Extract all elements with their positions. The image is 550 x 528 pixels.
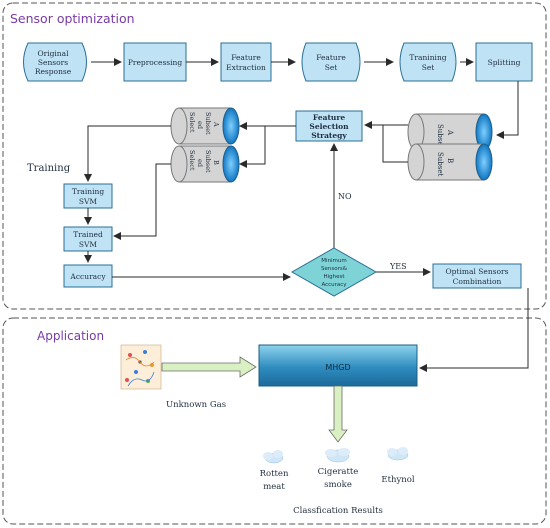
original-response-line3: Response <box>35 67 72 76</box>
optimization-frame <box>2 2 547 310</box>
original-response-line1: Original <box>37 49 69 58</box>
selected-a-line1: Select <box>188 112 196 133</box>
training-set-node: Tranining Set <box>399 42 457 82</box>
no-label: NO <box>338 192 352 201</box>
subset-b-line1: Subset <box>436 152 444 177</box>
strategy-line1: Feature <box>313 113 345 122</box>
result-rotten-line1: Rotten <box>260 469 289 479</box>
training-set-line1: Tranining <box>409 53 446 62</box>
section-title-application: Application <box>37 329 104 343</box>
cloud-icon-rotten-meat <box>263 450 284 464</box>
selected-b-line4: B <box>212 160 220 165</box>
yes-label: YES <box>389 262 407 271</box>
original-response-node: Original Sensors Response <box>23 42 87 82</box>
selected-a-line2: ed <box>196 121 204 129</box>
subset-b-cylinder: Subset B <box>407 143 493 181</box>
feature-set-node: Feature Set <box>301 42 361 82</box>
selected-b-line1: Select <box>188 150 196 171</box>
strategy-line2: Selection <box>309 122 349 131</box>
gas-to-mhgd-arrow <box>161 356 257 378</box>
preprocessing-label: Preprocessing <box>128 58 183 67</box>
gas-molecule-image <box>120 344 162 390</box>
accuracy-label: Accuracy <box>69 272 106 281</box>
result-rotten-line2: meat <box>263 482 285 492</box>
training-svm-line2: SVM <box>79 197 98 206</box>
subset-a-line2: A <box>446 129 454 136</box>
optimal-line2: Combination <box>453 277 502 286</box>
preprocessing-box <box>123 42 187 82</box>
accuracy-box <box>63 264 113 288</box>
optimal-combination-box <box>432 263 522 289</box>
training-set-line2: Set <box>422 63 435 72</box>
feature-extraction-line2: Extraction <box>226 63 266 72</box>
subset-a-line1: Subset <box>436 124 444 149</box>
training-label: Training <box>27 163 71 174</box>
original-response-line2: Sensors <box>38 58 68 67</box>
mhgd-to-results-arrow <box>328 385 348 443</box>
selected-b-line3: Subset <box>204 150 212 173</box>
decision-line4: Accuracy <box>321 282 347 288</box>
mhgd-label: MHGD <box>325 363 350 372</box>
optimal-line1: Optimal Sensors <box>446 267 509 276</box>
result-ethanol: Ethynol <box>381 475 414 485</box>
mhgd-box <box>258 344 418 387</box>
application-frame <box>2 317 547 525</box>
selected-subset-b-cylinder: Select ed Subset B <box>170 145 240 183</box>
feature-set-line1: Feature <box>316 53 346 62</box>
training-svm-line1: Training <box>72 187 105 196</box>
decision-diamond <box>290 247 378 297</box>
unknown-gas-label: Unknown Gas <box>166 400 226 410</box>
strategy-line3: Strategy <box>311 131 347 140</box>
decision-line2: Sensors& <box>321 266 348 272</box>
feature-extraction-line1: Feature <box>231 53 261 62</box>
subset-a-cylinder: Subset A <box>407 113 493 151</box>
feature-selection-strategy-box <box>295 110 363 142</box>
splitting-box <box>475 42 533 82</box>
subset-b-line2: B <box>446 158 454 163</box>
section-title-optimization: Sensor optimization <box>10 11 135 26</box>
feature-set-line2: Set <box>325 63 338 72</box>
trained-svm-box <box>63 226 113 252</box>
selected-subset-a-cylinder: Select ed Subset A <box>170 107 240 145</box>
selected-a-line4: A <box>212 121 220 127</box>
splitting-label: Splitting <box>488 58 521 67</box>
result-smoke-line2: smoke <box>324 480 352 490</box>
cloud-icon-cigarette-smoke <box>325 448 350 463</box>
selected-a-line3: Subset <box>204 112 212 135</box>
decision-line1: Minimum <box>321 258 347 264</box>
decision-line3: Highest <box>323 274 345 280</box>
cloud-icon-ethanol <box>387 447 409 461</box>
trained-svm-line1: Trained <box>73 230 103 239</box>
trained-svm-line2: SVM <box>79 240 98 249</box>
selected-b-line2: ed <box>196 159 204 167</box>
result-smoke-line1: Cigeratte <box>318 467 359 477</box>
feature-extraction-box <box>220 42 272 82</box>
results-caption: Classfication Results <box>293 506 383 516</box>
